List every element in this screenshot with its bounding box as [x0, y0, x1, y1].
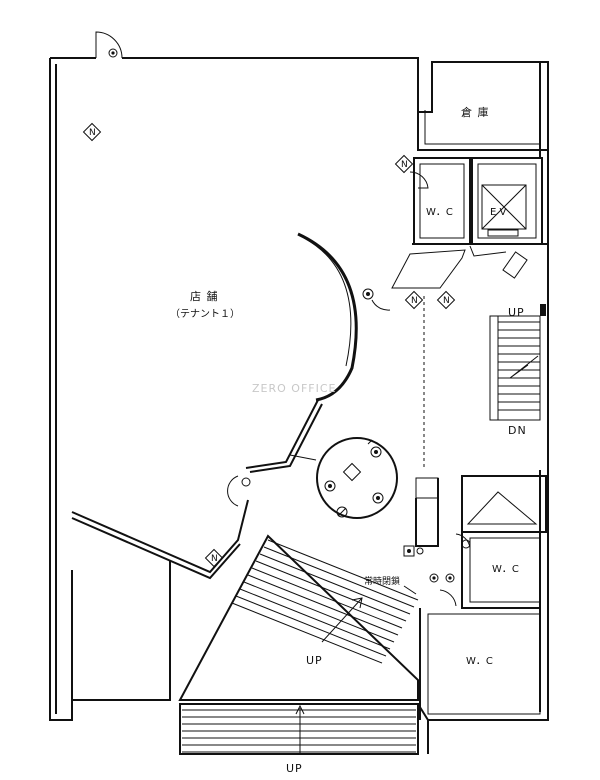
wc-top-label: W．C [426, 207, 453, 218]
ramp [391, 245, 507, 289]
stair-tread [235, 595, 387, 657]
right-staircase [489, 304, 546, 421]
storage-label: 倉 庫 [461, 105, 490, 119]
entrance-door-icon [95, 31, 123, 59]
curved-partition [297, 232, 391, 402]
angled-wall [71, 399, 323, 580]
outer-walls [49, 57, 549, 721]
svg-text:N: N [443, 296, 450, 306]
fixture-icon [502, 251, 528, 279]
stair-tread [247, 574, 399, 636]
bottom-staircase [179, 703, 429, 755]
exit-sign-icons: N N N N N [82, 122, 456, 568]
up-right-label: UP [508, 306, 525, 319]
svg-text:N: N [401, 160, 408, 170]
switch-boxes [403, 545, 455, 595]
stair-tread [251, 567, 403, 629]
stair-tread [239, 588, 391, 650]
elevator-icon [481, 184, 527, 237]
stair-tread [231, 602, 383, 664]
shop-label: 店 舗 [190, 289, 219, 303]
tenant-label: （テナント１） [170, 308, 240, 320]
hallway-note-label: 常時閉鎖 [364, 575, 400, 587]
service-core [415, 475, 547, 720]
svg-text:N: N [211, 554, 218, 564]
stair-tread [255, 560, 407, 622]
up-center-label: UP [306, 654, 323, 667]
stair-tread [267, 539, 419, 601]
svg-text:N: N [411, 296, 418, 306]
wc-bottom-label: W．C [466, 656, 493, 667]
up-bottom-label: UP [286, 762, 303, 775]
circular-room [289, 437, 398, 519]
wc-ev-block [409, 157, 548, 245]
storage-room [417, 110, 548, 151]
stair-tread [243, 581, 395, 643]
svg-text:N: N [89, 128, 96, 138]
watermark: ZERO OFFICE [252, 382, 336, 395]
stair-tread [259, 553, 411, 615]
wc-mid-label: W．C [492, 564, 519, 575]
main-staircase [178, 534, 419, 701]
dn-right-label: DN [508, 424, 527, 437]
ev-label: E V [490, 207, 506, 218]
stair-tread [263, 546, 415, 608]
